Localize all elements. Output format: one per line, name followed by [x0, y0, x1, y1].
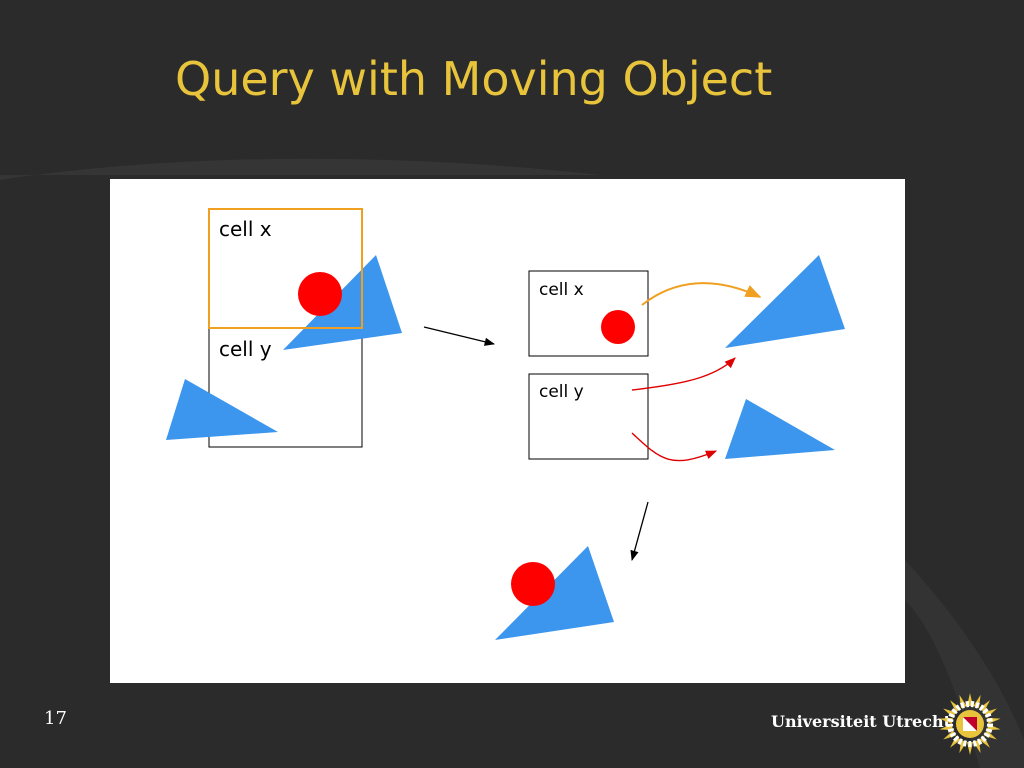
page-number: 17 — [44, 708, 67, 729]
arrow-cell-y-to-triangle-top — [631, 357, 736, 391]
moving-object-circle-left — [298, 272, 342, 316]
right-cell-x-label: cell x — [539, 280, 584, 300]
slide-title: Query with Moving Object — [175, 52, 773, 106]
left-cell-y-label: cell y — [219, 337, 272, 361]
right-cell-y-box — [528, 373, 649, 460]
arrow-cell-y-to-triangle-bottom — [631, 432, 718, 462]
arrow-cell-x-to-triangle — [641, 282, 762, 306]
triangle-right-top — [725, 255, 845, 348]
university-seal-icon — [939, 693, 1001, 755]
institution-name: Universiteit Utrecht — [771, 712, 951, 731]
right-cell-y-label: cell y — [539, 382, 584, 402]
arrow-down — [630, 501, 649, 562]
triangle-left-top — [283, 255, 402, 350]
left-cell-x-box — [208, 208, 363, 329]
diagram-canvas — [166, 208, 845, 640]
triangle-result — [495, 546, 614, 640]
diagram-panel: cell x cell y cell x cell y — [110, 179, 905, 683]
triangle-right-bottom — [725, 399, 835, 459]
right-cell-x-box — [528, 270, 649, 357]
moving-object-circle-right — [601, 310, 635, 344]
triangle-left-bottom — [166, 379, 278, 440]
arrow-right — [423, 326, 496, 346]
moving-object-circle-result — [511, 562, 555, 606]
left-cell-x-label: cell x — [219, 217, 272, 241]
